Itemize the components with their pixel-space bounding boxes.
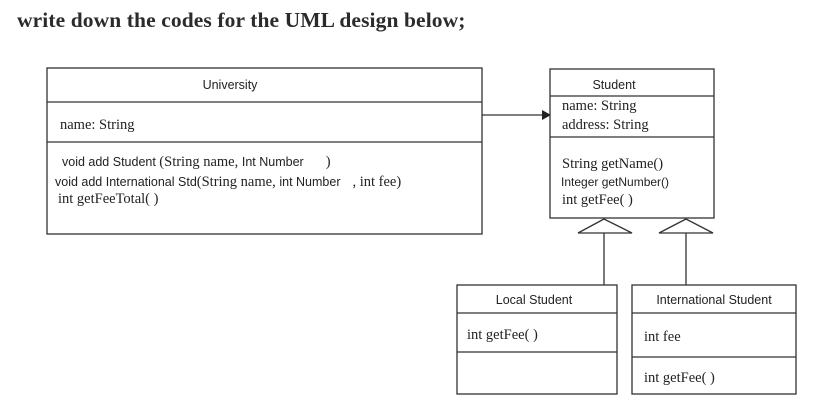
attribute: int getFee( ) (467, 327, 538, 343)
attribute: int fee (644, 329, 681, 345)
attribute: address: String (562, 117, 649, 133)
class-name: University (203, 78, 259, 92)
method: Integer getNumber() (561, 175, 669, 189)
class-university: University name: String void add Student… (46, 67, 483, 235)
generalization-international (658, 218, 714, 285)
class-student: Student name: String address: String Str… (549, 68, 715, 219)
class-box (549, 68, 715, 219)
attribute: name: String (60, 117, 135, 133)
class-name: International Student (656, 293, 772, 307)
method: String getName() (562, 156, 663, 172)
class-box (46, 67, 483, 235)
generalization-local (577, 218, 633, 285)
method: int getFeeTotal( ) (58, 191, 159, 207)
class-box (456, 284, 618, 395)
class-name: Local Student (496, 293, 573, 307)
method: void add Student (String name, Int Numbe… (62, 154, 331, 170)
method: void add International Std(String name, … (55, 174, 401, 190)
association-arrow (482, 110, 551, 120)
class-local-student: Local Student int getFee( ) (456, 284, 618, 395)
class-international-student: International Student int fee int getFee… (631, 284, 797, 395)
attribute: name: String (562, 98, 637, 114)
method: int getFee( ) (562, 192, 633, 208)
page-heading: write down the codes for the UML design … (17, 8, 466, 32)
method: int getFee( ) (644, 370, 715, 386)
class-box (631, 284, 797, 395)
class-name: Student (592, 78, 636, 92)
